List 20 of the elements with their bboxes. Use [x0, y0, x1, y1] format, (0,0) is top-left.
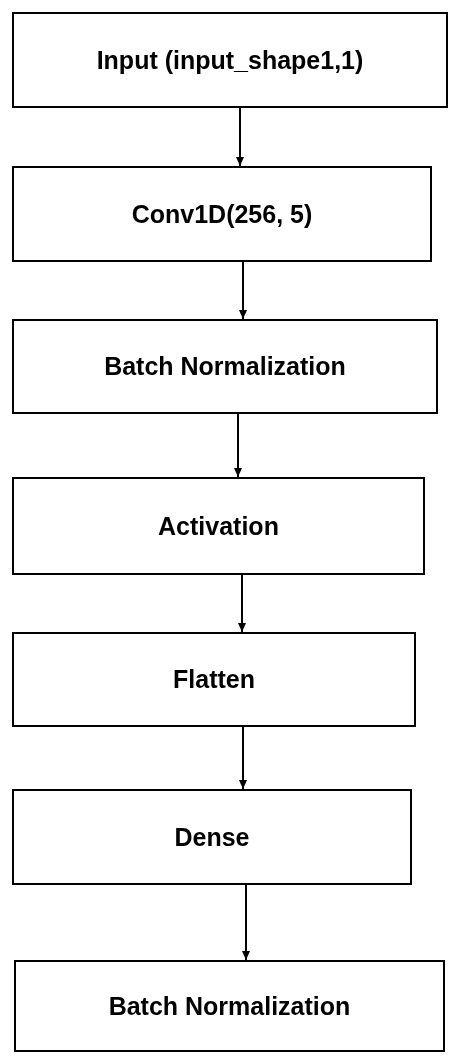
- arrow: [234, 413, 242, 478]
- box-label: Batch Normalization: [104, 352, 346, 381]
- process-box: [12, 12, 448, 108]
- arrow: [242, 884, 250, 961]
- arrow: [238, 574, 246, 633]
- box-label: Batch Normalization: [108, 991, 351, 1021]
- process-box: [12, 789, 412, 885]
- box-label: Conv1D(256, 5): [131, 199, 313, 229]
- box-label: Dense: [174, 822, 250, 852]
- process-box: [14, 960, 445, 1052]
- arrow: [239, 261, 247, 320]
- box-label: Activation: [158, 511, 279, 541]
- arrow: [236, 107, 244, 167]
- process-box: [12, 477, 425, 575]
- arrow: [239, 726, 247, 790]
- process-box: [12, 319, 438, 414]
- process-box: [12, 632, 416, 727]
- box-label: Flatten: [173, 665, 255, 694]
- process-box: [12, 166, 432, 262]
- box-label: Input (input_shape1,1): [96, 45, 364, 75]
